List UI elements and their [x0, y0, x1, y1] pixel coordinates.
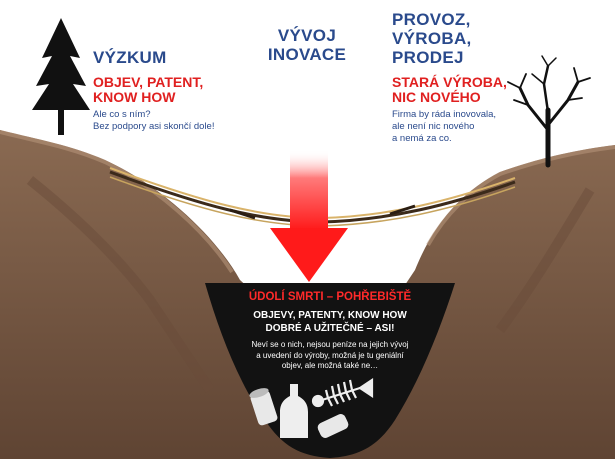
production-note: Firma by ráda inovovala, ale není nic no…	[392, 109, 496, 145]
valley-title: ÚDOLÍ SMRTI – POHŘEBIŠTĚ	[210, 291, 450, 303]
research-note: Ale co s ním? Bez podpory asi skončí dol…	[93, 109, 214, 133]
valley-subtitle: OBJEVY, PATENTY, KNOW HOW DOBRÉ A UŽITEČ…	[210, 309, 450, 335]
valley-note: Neví se o nich, nejsou peníze na jejich …	[215, 340, 445, 372]
production-subtitle: STARÁ VÝROBA, NIC NOVÉHO	[392, 75, 507, 105]
bare-tree-icon	[508, 56, 590, 165]
tree-icon	[32, 18, 90, 135]
development-title: VÝVOJ INOVACE	[262, 26, 352, 64]
research-title: VÝZKUM	[93, 48, 167, 67]
research-subtitle: OBJEV, PATENT, KNOW HOW	[93, 75, 203, 105]
production-title: PROVOZ, VÝROBA, PRODEJ	[392, 10, 472, 67]
